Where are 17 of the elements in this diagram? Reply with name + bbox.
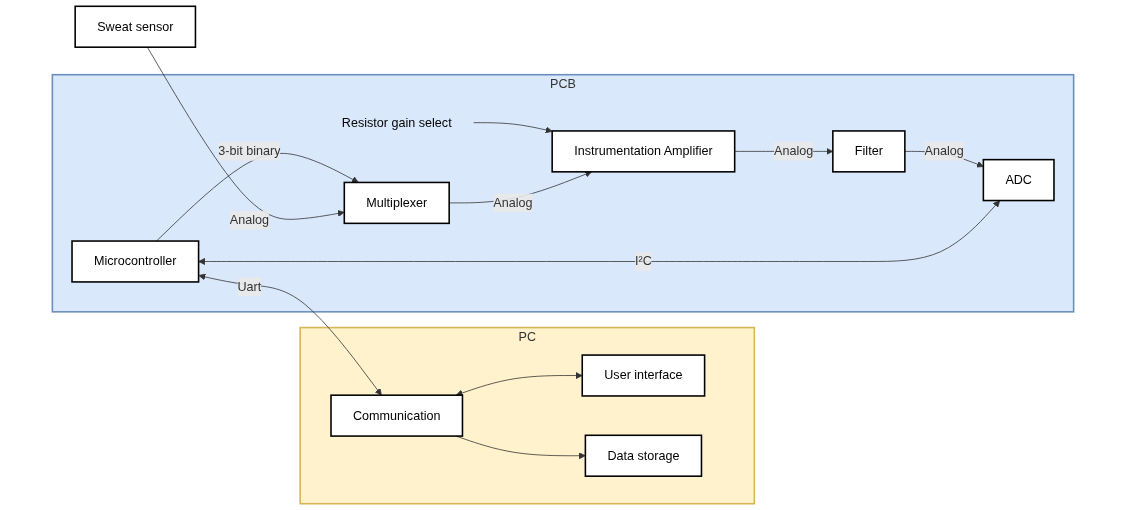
node-box: User interface <box>581 354 706 397</box>
node-box: Data storage <box>584 434 703 477</box>
edge-label: Analog <box>229 213 269 227</box>
edge-label: Analog <box>774 144 814 158</box>
node-box: ADC <box>982 158 1055 202</box>
node-box: Microcontroller <box>71 240 200 283</box>
edge-label: Analog <box>924 144 964 158</box>
node-box: Filter <box>832 130 906 173</box>
node-box: Instrumentation Amplifier <box>551 130 736 173</box>
edge-label: Analog <box>493 195 533 210</box>
edge-label: I²C <box>635 254 652 268</box>
node-text: Resistor gain select <box>341 115 452 129</box>
node-box: Communication <box>330 394 464 437</box>
node-box: Multiplexer <box>343 181 450 225</box>
node-box: Sweat sensor <box>74 5 197 48</box>
edge-label: 3-bit binary <box>218 144 281 158</box>
edge-label: Uart <box>237 279 262 293</box>
